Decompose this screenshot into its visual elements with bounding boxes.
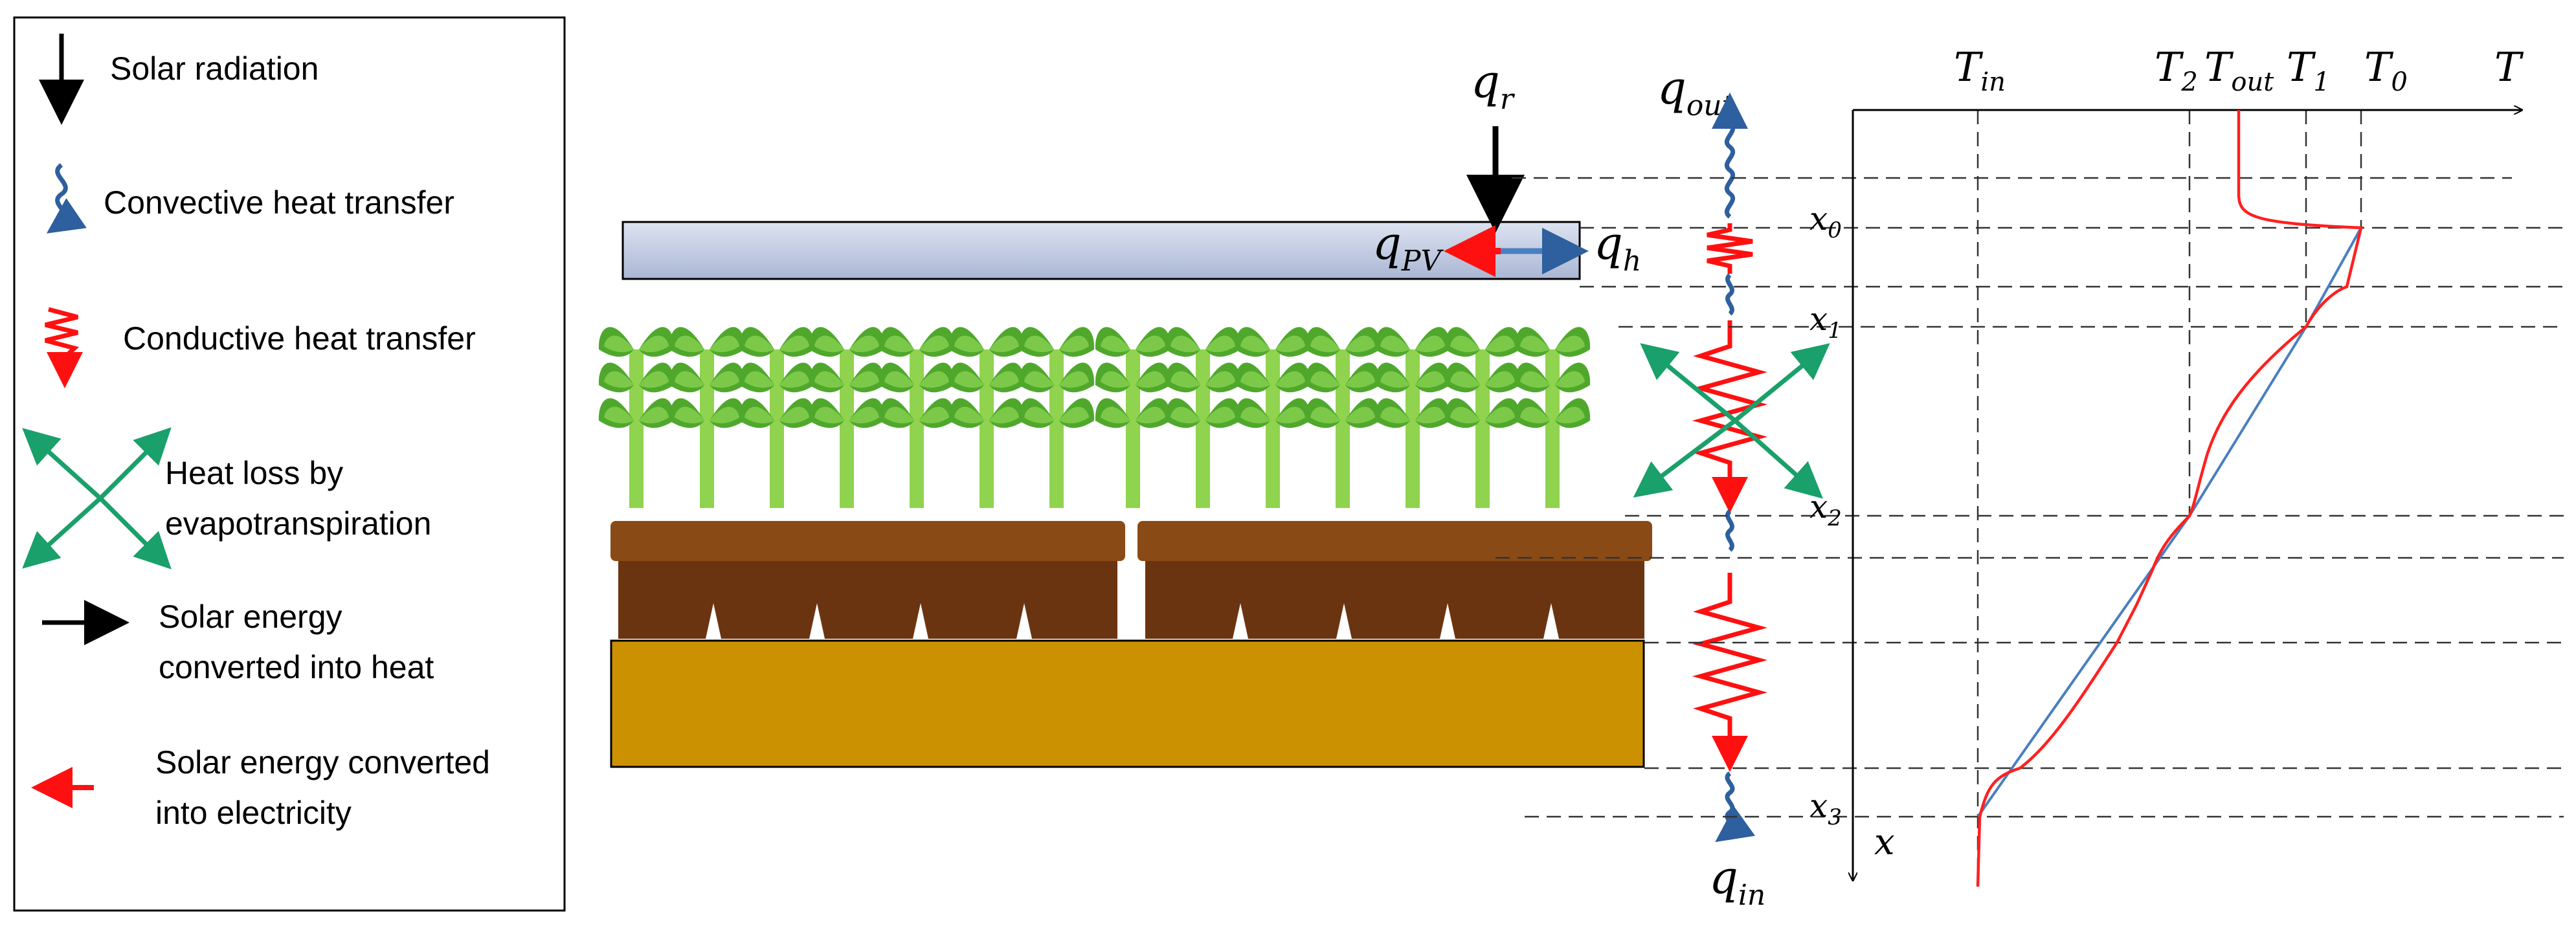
t-1-label: T1 xyxy=(2287,43,2330,97)
legend-label: converted into heat xyxy=(159,649,434,685)
legend-label: Solar energy converted xyxy=(155,744,490,780)
temperature-guide-lines xyxy=(1977,110,2362,887)
temperature-profile: T x Tin T2 Tout T1 T0 x0 x1 x2 x3 xyxy=(1495,43,2564,887)
q-r-label: qr xyxy=(1471,55,1516,116)
legend-item-convective: Convective heat transfer xyxy=(46,163,454,234)
convective-arrow-air xyxy=(1725,273,1734,316)
legend-label: into electricity xyxy=(155,795,352,831)
conductive-zigzag-panel xyxy=(1707,223,1753,274)
t-0-label: T0 xyxy=(2364,43,2408,97)
legend-item-solar-radiation: Solar radiation xyxy=(39,34,319,125)
heat-flow-chain: qout qin xyxy=(1633,61,1830,912)
legend-item-evapotranspiration: Heat loss by evapotranspiration xyxy=(22,427,431,569)
t-out-label: Tout xyxy=(2204,43,2274,97)
x-0-label: x0 xyxy=(1809,200,1842,243)
legend-label: evapotranspiration xyxy=(165,505,431,542)
convective-arrow-top xyxy=(1711,93,1748,219)
legend-item-heat-conversion: Solar energy converted into heat xyxy=(42,599,434,685)
legend-item-electricity-conversion: Solar energy converted into electricity xyxy=(31,744,490,831)
conductive-zigzag-arrow-icon xyxy=(45,307,83,388)
legend-label: Solar radiation xyxy=(110,50,319,87)
x-2-label: x2 xyxy=(1809,488,1842,531)
convective-arrow-substrate xyxy=(1725,509,1734,552)
plants-right xyxy=(1095,327,1591,508)
q-h-label: qh xyxy=(1594,217,1641,278)
t-2-label: T2 xyxy=(2155,43,2198,97)
q-pv-label: qPV xyxy=(1372,217,1444,278)
pv-panel xyxy=(622,221,1581,280)
convective-wavy-arrow-icon xyxy=(46,163,87,234)
pot-left xyxy=(610,521,1125,639)
depth-axis-label: x xyxy=(1874,821,1895,863)
actual-temperature-profile xyxy=(1976,110,2363,887)
conductive-zigzag-soil xyxy=(1692,573,1768,772)
evapotranspiration-cross-arrows-icon xyxy=(22,427,172,569)
legend-item-conductive: Conductive heat transfer xyxy=(45,307,476,388)
t-in-label: Tin xyxy=(1954,43,2006,97)
legend-label: Convective heat transfer xyxy=(104,184,454,221)
evapotranspiration-cross-arrows-icon xyxy=(1633,343,1830,499)
convective-arrow-bottom xyxy=(1715,771,1756,843)
legend-box xyxy=(13,16,566,912)
legend-label: Conductive heat transfer xyxy=(123,320,476,357)
layer-boundary-lines xyxy=(1495,177,2564,818)
x-1-label: x1 xyxy=(1809,300,1842,344)
legend: Solar radiation Convective heat transfer… xyxy=(13,16,566,912)
conductive-zigzag-plants xyxy=(1692,320,1768,513)
greenhouse-scene: qr qPV qh xyxy=(598,55,1652,768)
temperature-axis-label: T xyxy=(2494,43,2524,91)
linear-temperature-profile xyxy=(1977,227,2362,818)
pot-right xyxy=(1137,521,1652,639)
x-3-label: x3 xyxy=(1809,787,1842,830)
q-out-label: qout xyxy=(1657,61,1734,122)
soil-bed xyxy=(610,639,1645,768)
legend-label: Heat loss by xyxy=(165,455,343,491)
q-in-label: qin xyxy=(1709,851,1765,912)
legend-label: Solar energy xyxy=(159,599,342,635)
plants-left xyxy=(598,327,1095,508)
